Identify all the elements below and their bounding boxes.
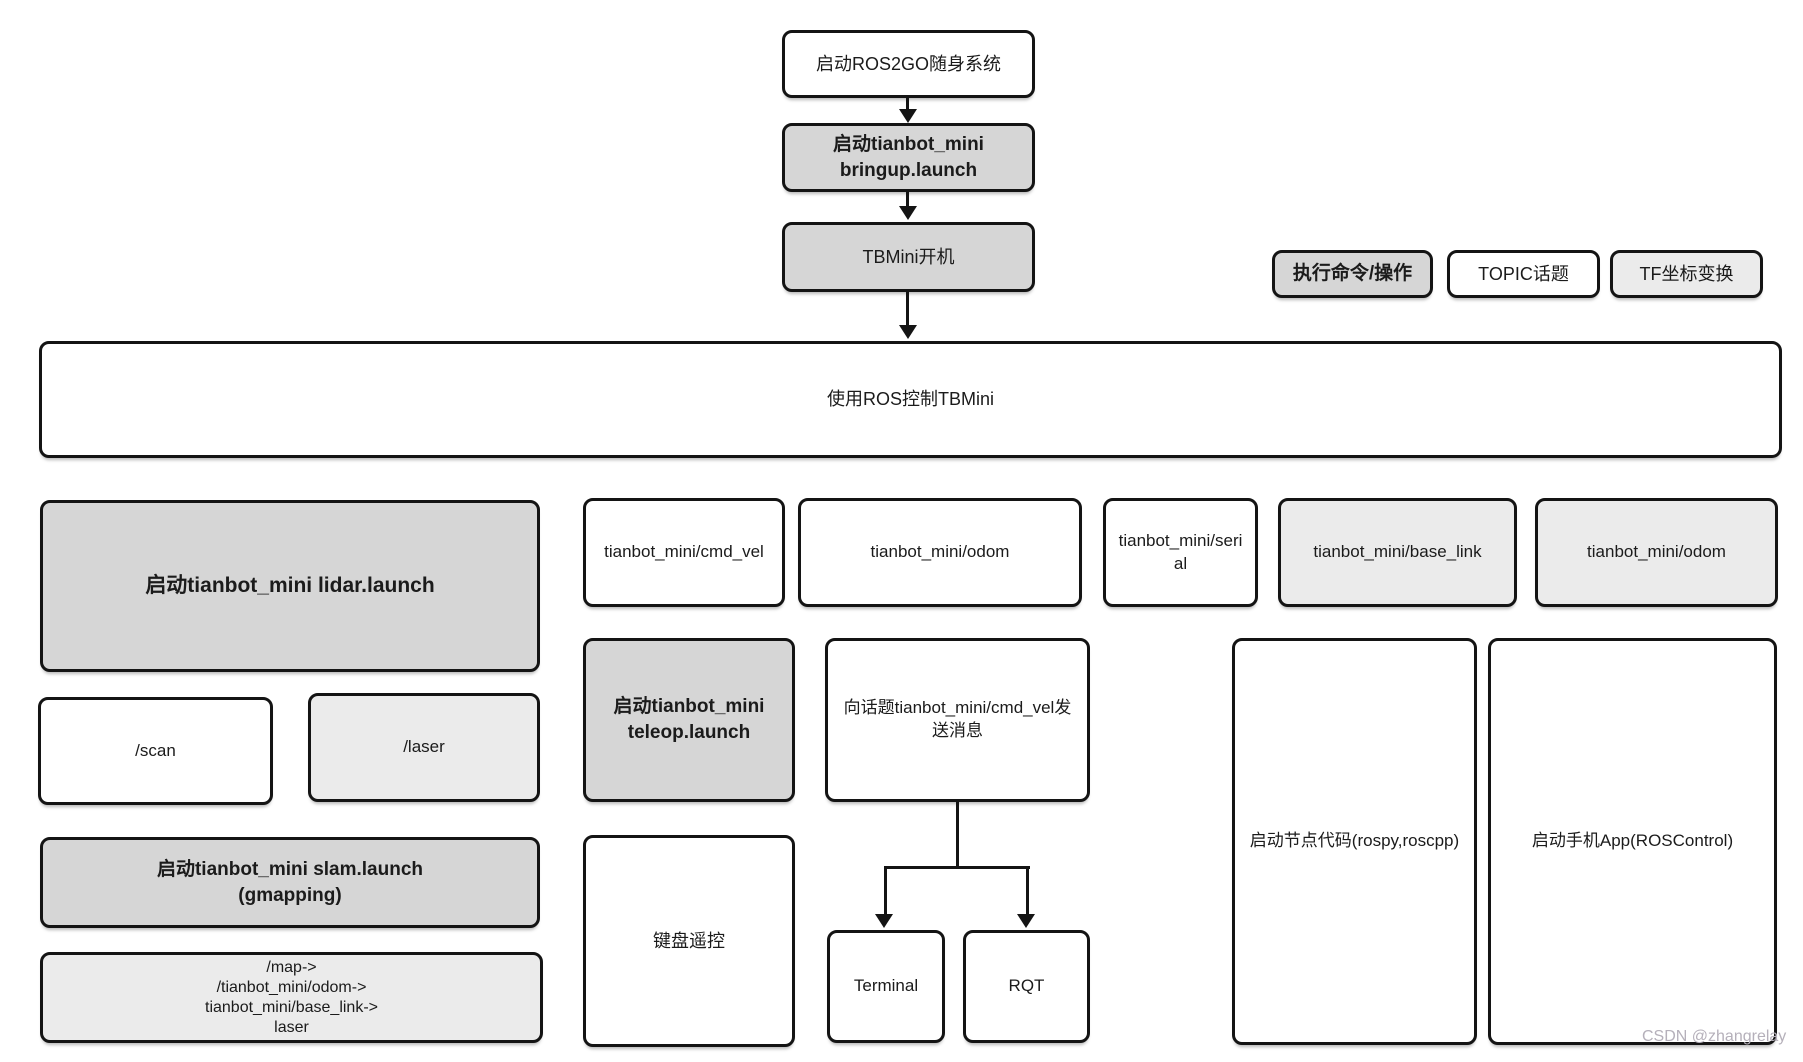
node-start-node-code: 启动节点代码(rospy,roscpp) [1232, 638, 1477, 1045]
node-tf-base-link: tianbot_mini/base_link [1278, 498, 1517, 607]
node-publish-cmd-vel: 向话题tianbot_mini/cmd_vel发送消息 [825, 638, 1090, 802]
arrow-tbmini-to-control-line [906, 291, 909, 327]
arrow-start-to-bringup-head [899, 109, 917, 123]
node-tf-odom: tianbot_mini/odom [1535, 498, 1778, 607]
node-bringup-launch: 启动tianbot_mini bringup.launch [782, 123, 1035, 192]
arrow-tbmini-to-control-head [899, 325, 917, 339]
arrow-branch-to-rqt-head [1017, 914, 1035, 928]
node-terminal: Terminal [827, 930, 945, 1043]
node-use-ros-control-tbmini: 使用ROS控制TBMini [39, 341, 1782, 458]
node-phone-app: 启动手机App(ROSControl) [1488, 638, 1777, 1045]
node-keyboard-teleop: 键盘遥控 [583, 835, 795, 1047]
node-topic-scan: /scan [38, 697, 273, 805]
arrow-branch-to-terminal-line [884, 866, 887, 916]
arrow-branch-to-terminal-head [875, 914, 893, 928]
arrow-bringup-to-tbmini-head [899, 206, 917, 220]
legend-tf-transform: TF坐标变换 [1610, 250, 1763, 298]
node-topic-serial: tianbot_mini/serial [1103, 498, 1258, 607]
node-topic-cmd-vel: tianbot_mini/cmd_vel [583, 498, 785, 607]
legend-topic: TOPIC话题 [1447, 250, 1600, 298]
node-teleop-launch: 启动tianbot_mini teleop.launch [583, 638, 795, 802]
connector-publish-down-line [956, 801, 959, 869]
arrow-start-to-bringup-line [906, 97, 909, 111]
connector-branch-horizontal-line [885, 866, 1030, 869]
node-topic-odom: tianbot_mini/odom [798, 498, 1082, 607]
node-rqt: RQT [963, 930, 1090, 1043]
node-start-ros2go-system: 启动ROS2GO随身系统 [782, 30, 1035, 98]
node-tbmini-power-on: TBMini开机 [782, 222, 1035, 292]
legend-execute-command: 执行命令/操作 [1272, 250, 1433, 298]
node-slam-launch: 启动tianbot_mini slam.launch (gmapping) [40, 837, 540, 928]
node-tf-laser: /laser [308, 693, 540, 802]
arrow-bringup-to-tbmini-line [906, 191, 909, 208]
arrow-branch-to-rqt-line [1026, 866, 1029, 916]
node-tf-chain: /map-> /tianbot_mini/odom-> tianbot_mini… [40, 952, 543, 1043]
node-lidar-launch: 启动tianbot_mini lidar.launch [40, 500, 540, 672]
csdn-watermark: CSDN @zhangrelay [1642, 1028, 1787, 1045]
